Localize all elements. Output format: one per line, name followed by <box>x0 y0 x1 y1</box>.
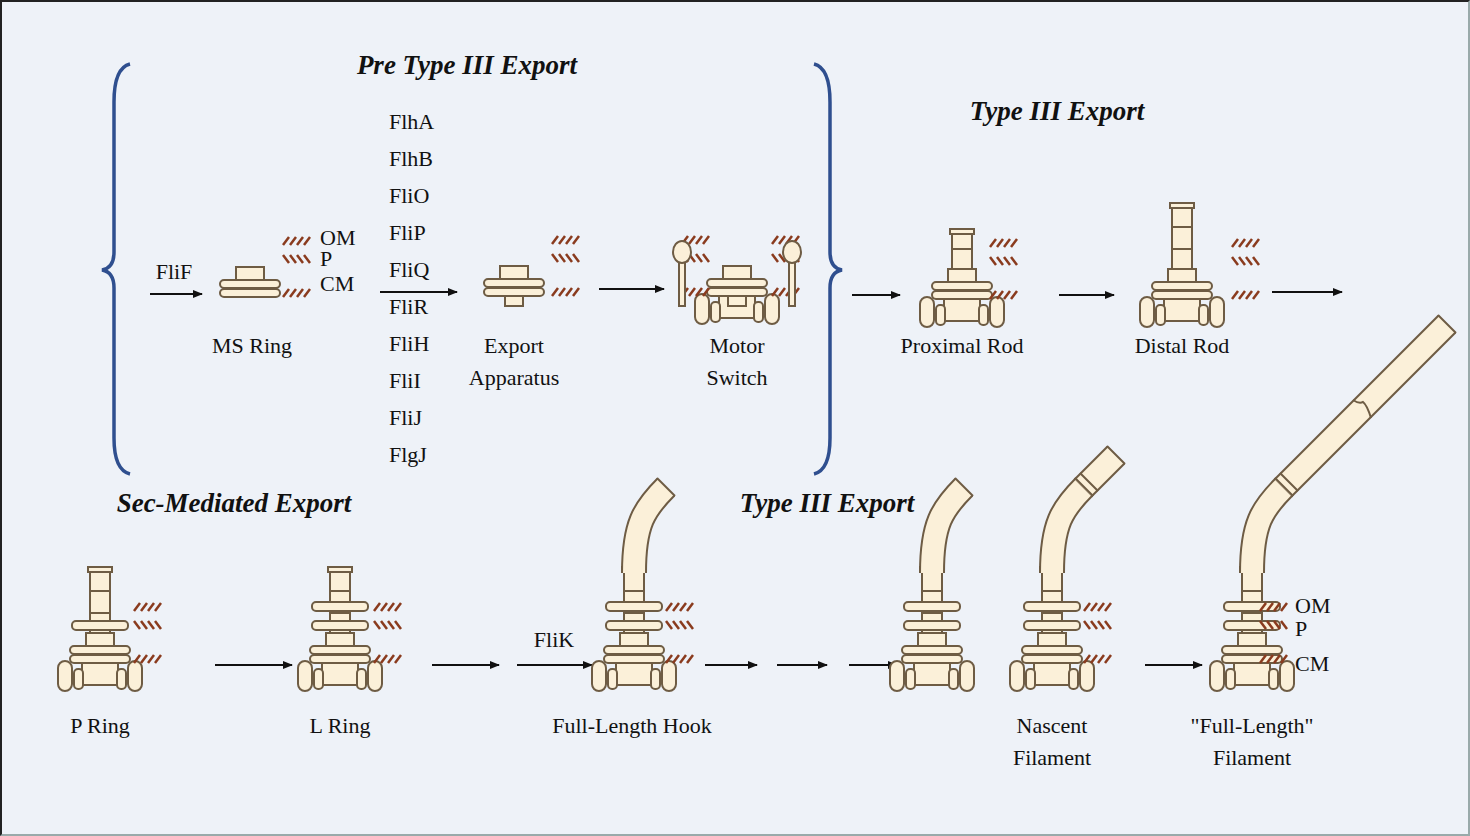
membrane-label: CM <box>320 273 354 295</box>
membrane-label: OM <box>1295 595 1330 617</box>
stage-name: P Ring <box>70 710 130 742</box>
protein-name: FlgJ <box>389 439 427 471</box>
protein-name: FliO <box>389 180 429 212</box>
section-heading: Sec-Mediated Export <box>117 484 352 523</box>
protein-name: FlhB <box>389 143 433 175</box>
protein-name: FlhA <box>389 106 434 138</box>
protein-name: FliP <box>389 217 426 249</box>
stage-name: Distal Rod <box>1135 330 1230 362</box>
section-heading: Type III Export <box>970 92 1145 131</box>
section-heading: Pre Type III Export <box>357 46 577 85</box>
stage-name: Full-Length Hook <box>552 710 712 742</box>
protein-name: FliR <box>389 291 428 323</box>
protein-name: FliF <box>156 256 193 288</box>
stage-name: Proximal Rod <box>901 330 1024 362</box>
protein-name: FliJ <box>389 402 422 434</box>
stage-name: L Ring <box>310 710 371 742</box>
protein-name: FliK <box>534 624 574 656</box>
stage-name: Nascent Filament <box>997 710 1107 774</box>
stage-name: MS Ring <box>212 330 292 362</box>
membrane-label: OM <box>320 227 355 249</box>
protein-name: FliI <box>389 365 421 397</box>
section-heading: Type III Export <box>740 484 915 523</box>
stage-name: Export Apparatus <box>459 330 569 394</box>
stage-name: "Full-Length" Filament <box>1182 710 1322 774</box>
membrane-label: CM <box>1295 653 1329 675</box>
stage-name: Motor Switch <box>690 330 785 394</box>
membrane-label: P <box>1295 618 1307 640</box>
protein-name: FliQ <box>389 254 429 286</box>
protein-name: FliH <box>389 328 429 360</box>
membrane-label: P <box>320 248 332 270</box>
